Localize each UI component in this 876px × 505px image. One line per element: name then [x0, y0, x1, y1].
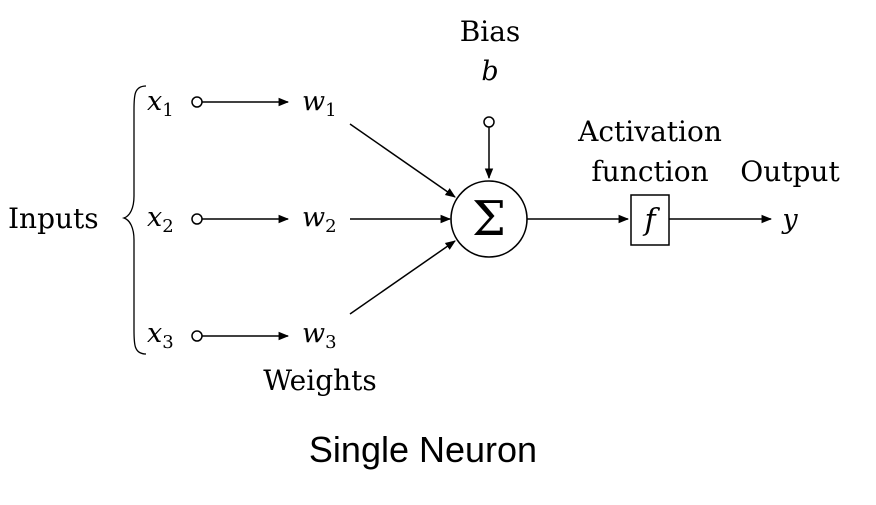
activation-label-line2: function — [591, 155, 708, 188]
sum-symbol: Σ — [472, 191, 506, 247]
activation-box — [630, 194, 670, 246]
weight-w3: w3 — [302, 318, 337, 353]
input-x1: x1 — [147, 86, 174, 121]
bias-symbol: b — [481, 56, 498, 87]
input-node-x2 — [191, 213, 203, 225]
input-x3: x3 — [147, 318, 174, 353]
diagram-caption: Single Neuron — [309, 429, 537, 470]
weight-arrow-w1 — [349, 123, 456, 198]
input-x2: x2 — [147, 202, 174, 237]
output-label: Output — [740, 155, 840, 188]
weight-w2: w2 — [302, 202, 337, 237]
bias-node — [483, 116, 495, 128]
input-node-x1 — [191, 96, 203, 108]
bias-label: Bias — [460, 15, 521, 48]
weight-w1: w1 — [302, 86, 337, 121]
inputs-brace — [121, 85, 147, 355]
output-symbol: y — [781, 204, 798, 235]
weight-arrow-w3 — [349, 240, 456, 315]
input-node-x3 — [191, 330, 203, 342]
inputs-label: Inputs — [8, 202, 99, 235]
weights-label: Weights — [263, 364, 377, 397]
activation-label-line1: Activation — [577, 115, 722, 148]
